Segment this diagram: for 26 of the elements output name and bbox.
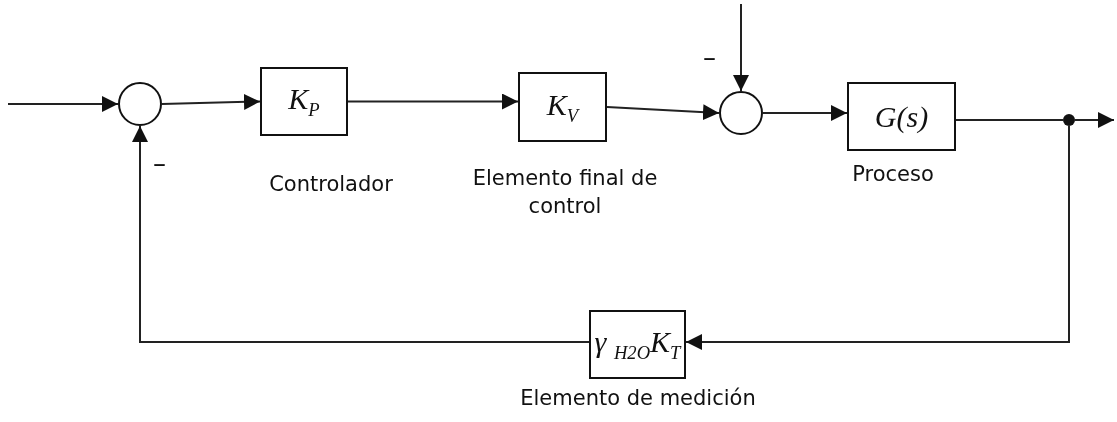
block-box (589, 310, 686, 379)
math-expression: G(s) (874, 99, 929, 134)
block-caption: Proceso (851, 161, 935, 188)
arrow (733, 3, 749, 92)
math-expression: K$_{V}$ (546, 87, 579, 127)
arrow (347, 93, 519, 110)
sign-label: – (153, 150, 166, 176)
summing-junction (118, 82, 162, 126)
summing-junction (719, 91, 763, 135)
block-box (260, 67, 348, 136)
arrow (7, 96, 119, 112)
math-expression: γ $_{H2O}$K$_{T}$ (594, 325, 681, 364)
arrow (1074, 112, 1115, 128)
block-box (518, 72, 607, 142)
arrow (132, 125, 590, 343)
block-box (847, 82, 956, 151)
arrow (762, 105, 848, 121)
junction-dot (1063, 114, 1075, 126)
arrow (685, 125, 1070, 350)
block-caption: Controlador (268, 171, 394, 198)
math-expression: K$_{P}$ (288, 82, 320, 121)
arrow (161, 93, 261, 110)
block-caption: Elemento de medición (519, 385, 757, 412)
block-caption: Elemento final de control (471, 165, 659, 221)
sign-label: – (703, 44, 716, 70)
arrow (606, 104, 720, 121)
